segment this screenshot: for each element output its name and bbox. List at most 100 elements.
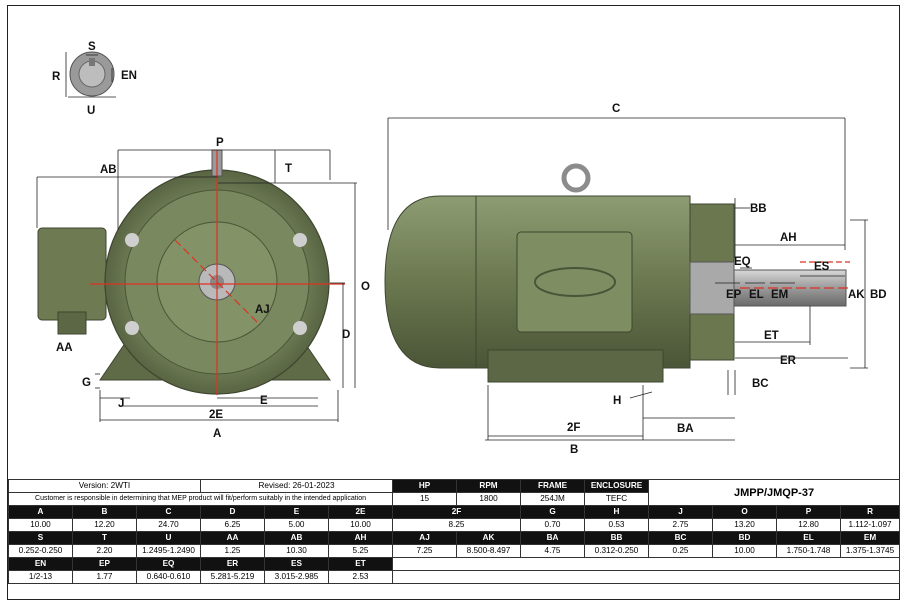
dim-header: EL [776, 531, 842, 545]
dim-header: EQ [135, 557, 202, 571]
dim-header: 2F [392, 505, 522, 519]
label-EQ: EQ [734, 256, 751, 268]
dim-header: A [8, 505, 73, 519]
dim-value: 1.77 [72, 570, 137, 584]
dim-value: 0.312-0.250 [584, 544, 650, 558]
motor-drawing: S R EN U [36, 41, 887, 456]
dim-header: P [776, 505, 842, 519]
dim-header: AH [328, 531, 394, 545]
rating-header: RPM [456, 479, 522, 493]
dim-value: 0.640-0.610 [135, 570, 202, 584]
label-E: E [260, 395, 268, 407]
label-AA: AA [56, 342, 73, 354]
dim-header: BB [584, 531, 650, 545]
dims-header-row-1: A B C D E 2E 2F G H J O P R [8, 505, 901, 519]
spec-table: Version: 2WTI Revised: 26-01-2023 HP RPM… [7, 479, 901, 584]
label-AH: AH [780, 232, 797, 244]
dims-header-row-2: S T U AA AB AH AJ AK BA BB BC BD EL EM [8, 531, 901, 545]
dim-value: 1.112-1.097 [840, 518, 901, 532]
dim-header: J [648, 505, 714, 519]
note-cell: Customer is responsible in determining t… [7, 492, 394, 506]
dim-value: 1/2-13 [8, 570, 73, 584]
dims-value-row-1: 10.00 12.20 24.70 6.25 5.00 10.00 8.25 0… [8, 518, 901, 532]
dim-header: ET [328, 557, 394, 571]
dim-header: R [840, 505, 901, 519]
dim-value: 2.53 [328, 570, 394, 584]
label-AK: AK [848, 289, 865, 301]
dim-value: 0.53 [584, 518, 650, 532]
label-EL: EL [749, 289, 764, 301]
dim-value: 5.25 [328, 544, 394, 558]
label-EN: EN [121, 70, 137, 82]
label-S: S [88, 41, 96, 53]
label-BC: BC [752, 378, 769, 390]
dim-value: 13.20 [712, 518, 778, 532]
drawing-frame [7, 5, 900, 600]
rating-header: ENCLOSURE [584, 479, 650, 493]
side-view [384, 163, 850, 383]
empty-cell [392, 570, 901, 584]
empty-cell [392, 557, 901, 571]
dim-value: 0.252-0.250 [8, 544, 73, 558]
dim-value: 4.75 [520, 544, 586, 558]
dim-header: T [72, 531, 137, 545]
front-dimensions [36, 149, 357, 422]
dim-value: 6.25 [200, 518, 266, 532]
label-A: A [213, 428, 221, 440]
dim-header: D [200, 505, 266, 519]
label-C: C [612, 103, 620, 115]
dim-value: 5.00 [264, 518, 330, 532]
dim-header: E [264, 505, 330, 519]
label-ER: ER [780, 355, 797, 367]
label-EM: EM [771, 289, 788, 301]
dim-value: 0.25 [648, 544, 714, 558]
shaft-end-view [65, 51, 116, 98]
dim-header: C [135, 505, 202, 519]
dim-header: EN [8, 557, 73, 571]
dim-header: AJ [392, 531, 458, 545]
label-BA: BA [677, 423, 694, 435]
dim-header: G [520, 505, 586, 519]
dim-header: BC [648, 531, 714, 545]
label-AJ: AJ [255, 304, 270, 316]
dim-value: 10.30 [264, 544, 330, 558]
dim-value: 1.25 [200, 544, 266, 558]
rating-value: TEFC [584, 492, 650, 506]
dims-header-row-3: EN EP EQ ER ES ET [8, 557, 901, 571]
dim-value: 3.015-2.985 [264, 570, 330, 584]
rating-header: HP [392, 479, 458, 493]
label-2F: 2F [567, 422, 580, 434]
dim-value: 10.00 [8, 518, 73, 532]
label-AB: AB [100, 164, 117, 176]
dim-value: 12.20 [72, 518, 137, 532]
label-G: G [82, 377, 91, 389]
label-ES: ES [814, 261, 830, 273]
dim-header: S [8, 531, 73, 545]
label-P: P [216, 137, 224, 149]
dim-value: 1.750-1.748 [776, 544, 842, 558]
label-H: H [613, 395, 621, 407]
label-B: B [570, 444, 578, 456]
version-cell: Version: 2WTI [7, 479, 202, 493]
dim-header: AA [200, 531, 266, 545]
dim-value: 24.70 [135, 518, 202, 532]
dim-value: 8.500-8.497 [456, 544, 522, 558]
dim-value: 10.00 [328, 518, 394, 532]
dim-value: 2.20 [72, 544, 137, 558]
dim-value: 8.25 [392, 518, 522, 532]
label-D: D [342, 329, 350, 341]
label-J: J [118, 398, 124, 410]
dim-header: 2E [328, 505, 394, 519]
front-view [37, 149, 345, 395]
dim-header: H [584, 505, 650, 519]
rating-value: 1800 [456, 492, 522, 506]
dim-value: 7.25 [392, 544, 458, 558]
dim-header: U [135, 531, 202, 545]
label-EP: EP [726, 289, 742, 301]
label-T: T [285, 163, 292, 175]
dim-value: 1.375-1.3745 [840, 544, 901, 558]
dim-header: BD [712, 531, 778, 545]
label-ET: ET [764, 330, 779, 342]
dim-value: 1.2495-1.2490 [135, 544, 202, 558]
dim-header: AB [264, 531, 330, 545]
